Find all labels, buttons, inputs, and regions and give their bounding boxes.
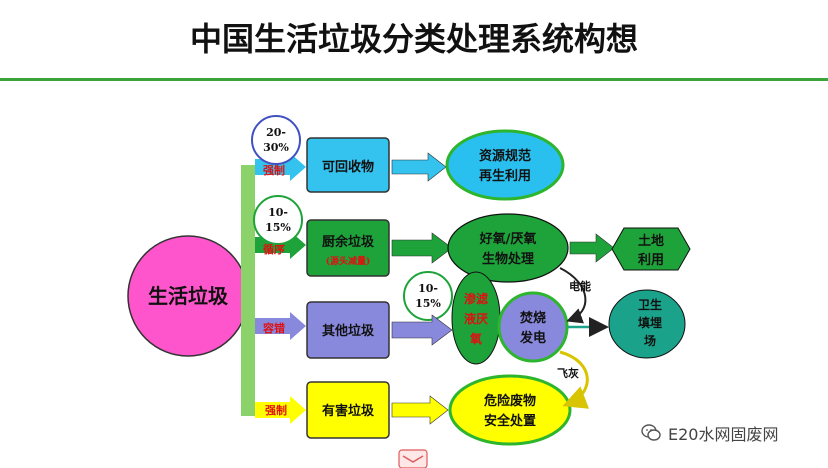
note-other: 容错 — [262, 321, 285, 335]
land-use-line1: 土地 — [638, 233, 664, 249]
target-bio-line1: 好氧/厌氧 — [479, 231, 537, 247]
mail-icon[interactable] — [396, 444, 430, 468]
source-node: 生活垃圾 — [127, 235, 249, 357]
branch-arrow-other — [255, 312, 306, 340]
target-hazardous: 危险废物 安全处置 — [448, 374, 572, 446]
badge-kitchen: 10- 15% — [253, 195, 303, 245]
target-bio: 好氧/厌氧 生物处理 — [447, 213, 569, 283]
leachate-node: 渗滤 液厌 氧 — [451, 271, 501, 365]
arrow-hazardous — [391, 395, 449, 425]
box-kitchen: 厨余垃圾 (源头减量) — [306, 219, 390, 277]
arrow-other — [391, 314, 453, 346]
leachate-line3: 氧 — [469, 331, 482, 346]
badge-recyclable-line1: 20- — [266, 126, 286, 139]
box-kitchen-sublabel: (源头减量) — [326, 255, 371, 267]
arrow-kitchen — [391, 232, 453, 264]
box-recyclable-label: 可回收物 — [322, 159, 374, 175]
incineration-line2: 发电 — [519, 330, 546, 346]
target-recycle: 资源规范 再生利用 — [445, 129, 565, 201]
box-kitchen-label: 厨余垃圾 — [322, 234, 375, 250]
target-hazardous-line1: 危险废物 — [484, 393, 536, 409]
watermark-text: E20水网固废网 — [668, 425, 779, 444]
branch-arrows — [255, 153, 306, 424]
badge-leachate: 10- 15% — [403, 271, 453, 321]
arrow-recyclable — [391, 152, 447, 182]
box-hazardous-label: 有害垃圾 — [322, 403, 375, 419]
landfill-line2: 填埋 — [638, 315, 662, 330]
target-hazardous-line2: 安全处置 — [484, 413, 536, 429]
wechat-icon — [641, 424, 661, 441]
leachate-line1: 渗滤 — [464, 291, 488, 306]
land-use-node: 土地 利用 — [611, 227, 691, 271]
box-arrows — [391, 152, 453, 425]
edge-electricity-label: 电能 — [569, 279, 591, 293]
land-use-line2: 利用 — [638, 252, 664, 268]
box-recyclable: 可回收物 — [306, 137, 390, 193]
leachate-line2: 液厌 — [464, 311, 488, 326]
badge-kitchen-line1: 10- — [268, 206, 288, 219]
target-bio-line2: 生物处理 — [482, 251, 534, 267]
watermark: E20水网固废网 — [640, 420, 778, 446]
branch-arrow-hazardous — [255, 396, 306, 424]
box-other-label: 其他垃圾 — [322, 323, 375, 339]
target-recycle-line2: 再生利用 — [479, 168, 531, 184]
note-kitchen: 循序 — [263, 242, 285, 256]
note-hazardous: 强制 — [265, 403, 287, 417]
landfill-node: 卫生 填埋 场 — [608, 289, 686, 359]
incineration-line1: 焚烧 — [519, 310, 546, 326]
badge-kitchen-line2: 15% — [265, 221, 291, 234]
box-hazardous: 有害垃圾 — [306, 381, 390, 439]
target-recycle-line1: 资源规范 — [479, 148, 531, 164]
landfill-line3: 场 — [644, 334, 656, 348]
arrow-to-land-use — [569, 233, 615, 263]
badge-leachate-line1: 10- — [418, 282, 438, 295]
trunk-connector — [241, 165, 255, 416]
badge-recyclable-line2: 30% — [263, 141, 289, 154]
edge-fly-ash-label: 飞灰 — [557, 366, 579, 380]
badge-leachate-line2: 15% — [415, 297, 441, 310]
page-title: 中国生活垃圾分类处理系统构想 — [189, 20, 638, 58]
curve-electricity — [559, 267, 587, 324]
note-recyclable: 强制 — [263, 163, 285, 177]
policy-notes: 强制 循序 容错 强制 — [262, 163, 287, 417]
trunk-bar — [241, 165, 255, 416]
box-other: 其他垃圾 — [306, 301, 390, 359]
curve-fly-ash — [559, 350, 590, 409]
landfill-line1: 卫生 — [638, 297, 662, 312]
source-label: 生活垃圾 — [148, 284, 229, 308]
badge-recyclable: 20- 30% — [251, 115, 301, 165]
title-bar: 中国生活垃圾分类处理系统构想 — [0, 0, 828, 81]
incineration-node: 焚烧 发电 — [497, 291, 569, 363]
